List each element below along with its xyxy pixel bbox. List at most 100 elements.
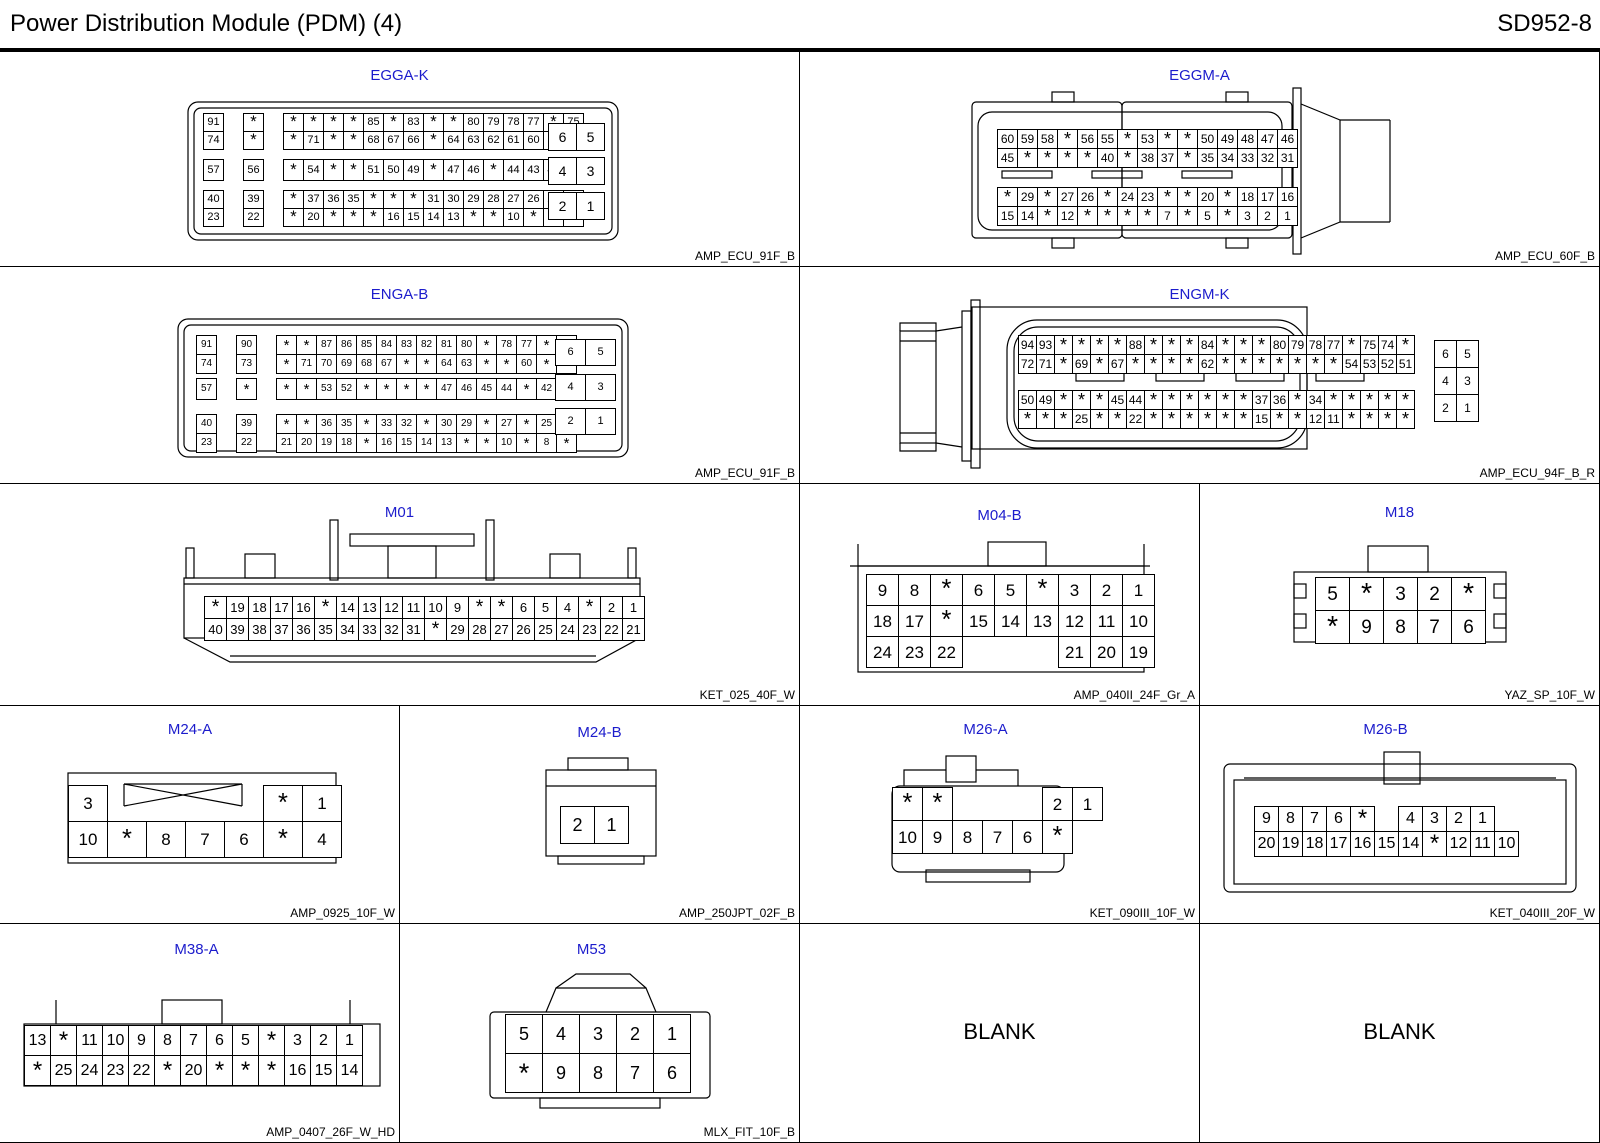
pin: 9 [866,574,899,606]
unused-pin: * [283,113,304,132]
pin: 13 [443,208,464,227]
pin: 12 [1058,605,1091,637]
pin: 18 [866,605,899,637]
unused-pin: * [263,785,303,822]
part-number: AMP_0925_10F_W [290,906,395,920]
unused-pin: * [1396,390,1415,410]
pin: 52 [336,378,357,400]
unused-pin: * [1216,409,1235,429]
pin: 2 [560,806,595,844]
connector-cell-enga-b: ENGA-B 9190**8786858483828180*7877*75747… [0,267,800,484]
pin-gap [217,415,237,434]
pin: 62 [483,131,504,150]
unused-pin: * [1144,390,1163,410]
pin: 3 [1237,206,1258,226]
pin: 21 [276,433,297,453]
unused-pin: * [476,414,497,434]
unused-pin: * [1180,409,1199,429]
part-number: AMP_250JPT_02F_B [678,906,795,920]
pin-gap [224,160,244,181]
unused-pin: * [276,354,297,374]
unused-pin: * [356,433,377,453]
unused-pin: * [1162,335,1181,355]
pin: 37 [1252,390,1271,410]
pin: 61 [503,131,524,150]
pin: 19 [1122,636,1155,668]
pin: 77 [516,335,537,355]
pin: 18 [1237,187,1258,207]
unused-pin: * [1180,390,1199,410]
pin-gap [257,355,277,374]
pin: 7 [616,1053,654,1093]
pin: 23 [203,208,224,227]
pin: 22 [128,1055,155,1086]
pin: 2 [1090,574,1123,606]
pin: 10 [102,1025,129,1056]
connector-housing-outline [183,519,641,663]
pin: 27 [490,618,513,641]
pin: 8 [154,1025,181,1056]
unused-pin: * [496,354,517,374]
pin: 40 [1097,148,1118,168]
unused-pin: * [258,1055,285,1086]
unused-pin: * [930,605,963,637]
pin: 4 [302,821,342,858]
connector-name: M26-A [963,721,1008,738]
pin: 40 [203,190,224,209]
pin: 74 [203,131,224,150]
pin: 15 [396,433,417,453]
pin: 39 [226,618,249,641]
pin: 80 [456,335,477,355]
pin: 30 [436,414,457,434]
pin: 10 [424,596,447,619]
pin: 28 [468,618,491,641]
unused-pin: * [930,574,963,606]
pin: 77 [523,113,544,132]
pin: 23 [196,433,217,453]
unused-pin: * [1144,354,1163,374]
blank-label: BLANK [963,1019,1036,1044]
unused-pin: * [416,378,437,400]
pin: 72 [1018,354,1037,374]
unused-pin: * [243,131,264,150]
pin: 15 [1252,409,1271,429]
pin: 14 [336,1055,363,1086]
pin: 45 [476,378,497,400]
pin: 29 [1017,187,1038,207]
pin-gap [264,132,284,150]
pin: 3 [585,374,616,401]
unused-pin: * [396,378,417,400]
pin: 68 [356,354,377,374]
unused-pin: * [1217,206,1238,226]
pin: 4 [1434,367,1457,395]
pin: 17 [1257,187,1278,207]
unused-pin: * [276,414,297,434]
pin-gap [264,160,284,181]
pin: 83 [403,113,424,132]
pin: 25 [1072,409,1091,429]
pin: 57 [203,159,224,181]
pin: 1 [653,1014,691,1054]
pin: 23 [1137,187,1158,207]
pin: 20 [296,433,317,453]
pin: 74 [1378,335,1397,355]
unused-pin: * [1422,831,1447,857]
unused-pin: * [1324,390,1343,410]
pin: 55 [1097,129,1118,149]
unused-pin: * [1054,390,1073,410]
unused-pin: * [296,335,317,355]
pin: 75 [1360,335,1379,355]
pin: 29 [463,190,484,209]
pin: 37 [303,190,324,209]
pin: 1 [302,785,342,822]
connector-housing-outline [545,757,657,865]
pin: 20 [303,208,324,227]
pin: 64 [443,131,464,150]
pin-gap [963,637,995,668]
unused-pin: * [1097,206,1118,226]
unused-pin: * [556,433,577,453]
